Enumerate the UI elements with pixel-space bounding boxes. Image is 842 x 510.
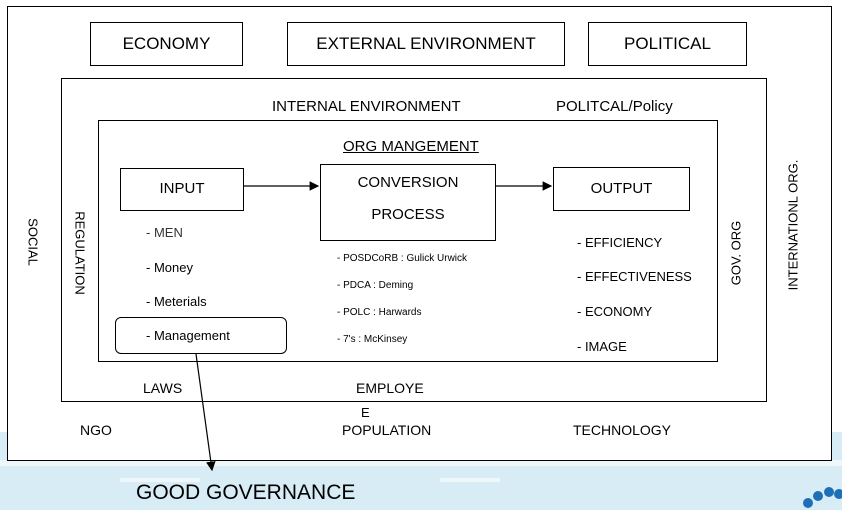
input-box: [120, 168, 244, 211]
good-governance-label: GOOD GOVERNANCE: [136, 481, 356, 504]
external-environment-label: EXTERNAL ENVIRONMENT: [316, 34, 536, 53]
technology-label: TECHNOLOGY: [573, 422, 672, 438]
method-polc: - POLC : Harwards: [337, 307, 422, 318]
employee-wrap-label: E: [361, 405, 370, 420]
conversion-label-line2: PROCESS: [371, 206, 445, 223]
output-item-effectiveness: - EFFECTIVENESS: [577, 269, 692, 284]
input-item-men: - MEN: [146, 225, 183, 240]
method-7s: - 7's : McKinsey: [337, 334, 408, 345]
laws-label: LAWS: [143, 380, 183, 396]
org-management-frame: [98, 120, 718, 362]
population-label: POPULATION: [342, 422, 432, 438]
political-label: POLITICAL: [624, 34, 711, 53]
input-label: INPUT: [159, 180, 205, 197]
input-item-money: - Money: [146, 260, 193, 275]
economy-label: ECONOMY: [122, 34, 211, 53]
method-posdcorb: - POSDCoRB : Gulick Urwick: [337, 253, 468, 264]
conversion-label-line1: CONVERSION: [357, 174, 459, 191]
output-label: OUTPUT: [590, 180, 653, 197]
employee-label: EMPLOYE: [356, 380, 424, 396]
economy-box: [90, 22, 243, 66]
conversion-process-box: [320, 164, 496, 241]
ngo-label: NGO: [80, 422, 112, 438]
input-item-management: - Management: [146, 328, 230, 343]
political-box: [588, 22, 747, 66]
output-item-image: - IMAGE: [577, 339, 627, 354]
output-box: [553, 167, 690, 211]
output-item-efficiency: - EFFICIENCY: [577, 235, 663, 250]
external-environment-box: [287, 22, 565, 66]
management-highlight-box: [115, 317, 287, 354]
method-pdca: - PDCA : Deming: [337, 280, 414, 291]
policy-label: POLITCAL/Policy: [556, 98, 673, 115]
output-item-economy: - ECONOMY: [577, 304, 653, 319]
management-to-governance-arrow: [195, 353, 216, 472]
internal-environment-title: INTERNAL ENVIRONMENT: [272, 98, 461, 115]
org-management-title: ORG MANGEMENT: [343, 138, 479, 155]
input-item-materials: - Meterials: [146, 294, 207, 309]
